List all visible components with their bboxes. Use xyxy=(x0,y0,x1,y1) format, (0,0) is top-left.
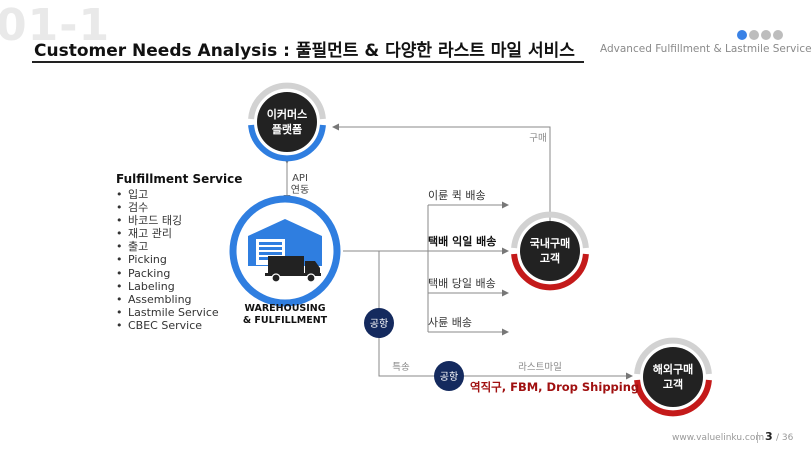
footer-divider xyxy=(757,432,758,443)
overseas-label-line2: 고객 xyxy=(663,377,683,391)
route-4-label: 사륜 배송 xyxy=(428,316,472,329)
list-item: 바코드 태깅 xyxy=(116,214,219,227)
airport-badge-2: 공항 xyxy=(434,361,464,391)
airport-label: 공항 xyxy=(370,318,388,330)
overseas-label-line1: 해외구매 xyxy=(653,362,693,376)
fulfillment-service-list: 입고 검수 바코드 태깅 재고 관리 출고 Picking Packing La… xyxy=(116,188,219,332)
title-underline xyxy=(32,61,584,63)
ecommerce-label-line1: 이커머스 xyxy=(267,107,307,121)
list-item: Picking xyxy=(116,253,219,266)
list-item: Lastmile Service xyxy=(116,306,219,319)
page-title: Customer Needs Analysis : 풀필먼트 & 다양한 라스트… xyxy=(34,41,575,61)
ecommerce-label-line2: 플랫폼 xyxy=(272,122,302,136)
list-item: Assembling xyxy=(116,293,219,306)
domestic-label-line2: 고객 xyxy=(540,251,560,265)
warehouse-label-line2: & FULFILLMENT xyxy=(243,315,328,326)
progress-dot xyxy=(761,30,771,40)
route-2-label: 택배 익일 배송 xyxy=(428,234,496,248)
page-subtitle: Advanced Fulfillment & Lastmile Service xyxy=(600,43,812,55)
fulfillment-service-title: Fulfillment Service xyxy=(116,172,243,186)
footer-page-total: / 36 xyxy=(776,433,794,443)
api-label-line1: API xyxy=(292,173,308,184)
ecommerce-platform-node: 이커머스 플랫폼 xyxy=(248,82,326,162)
route-3-label: 택배 당일 배송 xyxy=(428,276,496,290)
api-label-line2: 연동 xyxy=(291,184,309,196)
warehouse-node xyxy=(229,195,341,307)
progress-dot xyxy=(749,30,759,40)
domestic-label-line1: 국내구매 xyxy=(530,236,570,250)
progress-dots xyxy=(737,25,785,44)
list-item: Labeling xyxy=(116,280,219,293)
list-item: 재고 관리 xyxy=(116,227,219,240)
domestic-customer-node: 국내구매 고객 xyxy=(511,211,589,291)
progress-dot-active xyxy=(737,30,747,40)
truck-icon xyxy=(265,256,321,283)
list-item: 입고 xyxy=(116,188,219,201)
cross-border-label: 역직구, FBM, Drop Shipping xyxy=(470,380,639,394)
list-item: Packing xyxy=(116,267,219,280)
list-item: CBEC Service xyxy=(116,319,219,332)
warehouse-icon xyxy=(248,219,322,266)
express-label: 특송 xyxy=(392,362,410,373)
list-item: 검수 xyxy=(116,201,219,214)
slide-number-watermark: 01-1 xyxy=(0,0,111,51)
lastmile-label: 라스트마일 xyxy=(518,362,562,373)
footer-page-number: 3 xyxy=(765,430,773,443)
route-1-label: 이륜 퀵 배송 xyxy=(428,189,486,202)
overseas-customer-node: 해외구매 고객 xyxy=(634,337,712,417)
overseas-connector xyxy=(378,251,633,380)
purchase-label: 구매 xyxy=(529,133,546,144)
footer-url: www.valuelinku.com xyxy=(672,433,765,443)
airport-badge-1: 공항 xyxy=(364,308,394,338)
airport-label: 공항 xyxy=(440,371,458,383)
warehouse-label-line1: WAREHOUSING xyxy=(244,303,325,314)
list-item: 출고 xyxy=(116,240,219,253)
progress-dot xyxy=(773,30,783,40)
purchase-connector xyxy=(332,123,551,225)
